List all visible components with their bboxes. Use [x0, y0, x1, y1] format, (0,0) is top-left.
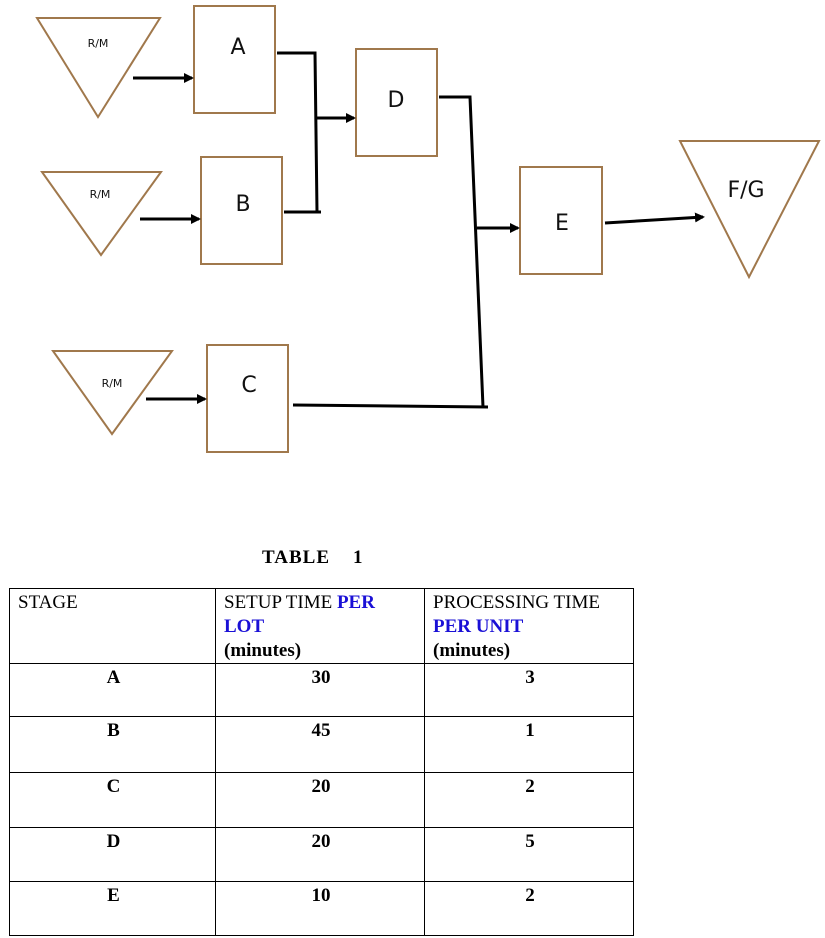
cell-setup: 20: [215, 772, 425, 828]
header-setup-unit: (minutes): [224, 640, 302, 661]
cell-processing: 1: [424, 716, 634, 773]
process-label-a: A: [230, 35, 245, 60]
header-proc-unit: (minutes): [433, 640, 511, 661]
process-box-c: C: [206, 344, 289, 453]
header-setup-plain: SETUP TIME: [224, 592, 337, 613]
raw-material-label-2: R/M: [90, 188, 111, 201]
raw-material-node-2: R/M: [40, 171, 163, 257]
header-setup-accent: PER LOT: [224, 592, 375, 637]
process-label-c: C: [241, 373, 256, 398]
table-row: D 20 5: [9, 827, 634, 882]
finished-goods-label: F/G: [727, 178, 764, 203]
table-row: A 30 3: [9, 663, 634, 717]
finished-goods-node: F/G: [678, 140, 821, 280]
process-box-e: E: [519, 166, 603, 275]
process-time-table: STAGE SETUP TIME PER LOT (minutes) PROCES…: [9, 588, 634, 936]
cell-processing: 5: [424, 827, 634, 882]
header-proc-accent: PER UNIT: [433, 616, 524, 637]
cell-processing: 2: [424, 772, 634, 828]
cell-stage: A: [9, 663, 216, 717]
raw-material-node-3: R/M: [51, 350, 174, 436]
cell-setup: 20: [215, 827, 425, 882]
connector-a-to-d: [277, 51, 319, 213]
cell-stage: B: [9, 716, 216, 773]
connectors: [133, 51, 705, 409]
cell-processing: 3: [424, 663, 634, 717]
connector-c-to-e: [292, 403, 489, 409]
process-box-d: D: [355, 48, 438, 157]
raw-material-label-3: R/M: [102, 377, 123, 390]
cell-stage: C: [9, 772, 216, 828]
header-proc-plain: PROCESSING TIME: [433, 592, 600, 613]
header-stage: STAGE: [9, 588, 216, 664]
cell-stage: E: [9, 881, 216, 936]
raw-material-node-1: R/M: [35, 17, 162, 119]
process-box-a: A: [193, 5, 276, 114]
raw-material-label-1: R/M: [88, 37, 109, 50]
cell-processing: 2: [424, 881, 634, 936]
connector-d-to-e: [439, 95, 485, 408]
cell-setup: 45: [215, 716, 425, 773]
table-header-row: STAGE SETUP TIME PER LOT (minutes) PROCES…: [9, 588, 634, 664]
process-box-b: B: [200, 156, 283, 265]
arrow-e-to-fg: [604, 212, 705, 225]
cell-stage: D: [9, 827, 216, 882]
table-row: B 45 1: [9, 716, 634, 773]
process-flow-diagram: R/M R/M R/M A B C D E F/G: [35, 5, 821, 453]
table-row: E 10 2: [9, 881, 634, 936]
header-setup-time: SETUP TIME PER LOT (minutes): [215, 588, 425, 664]
process-label-e: E: [555, 211, 569, 236]
cell-setup: 30: [215, 663, 425, 717]
process-label-d: D: [388, 88, 405, 113]
cell-setup: 10: [215, 881, 425, 936]
process-label-b: B: [235, 192, 250, 217]
header-processing-time: PROCESSING TIME PER UNIT (minutes): [424, 588, 634, 664]
table-title: TABLE 1: [262, 547, 364, 568]
table-row: C 20 2: [9, 772, 634, 828]
